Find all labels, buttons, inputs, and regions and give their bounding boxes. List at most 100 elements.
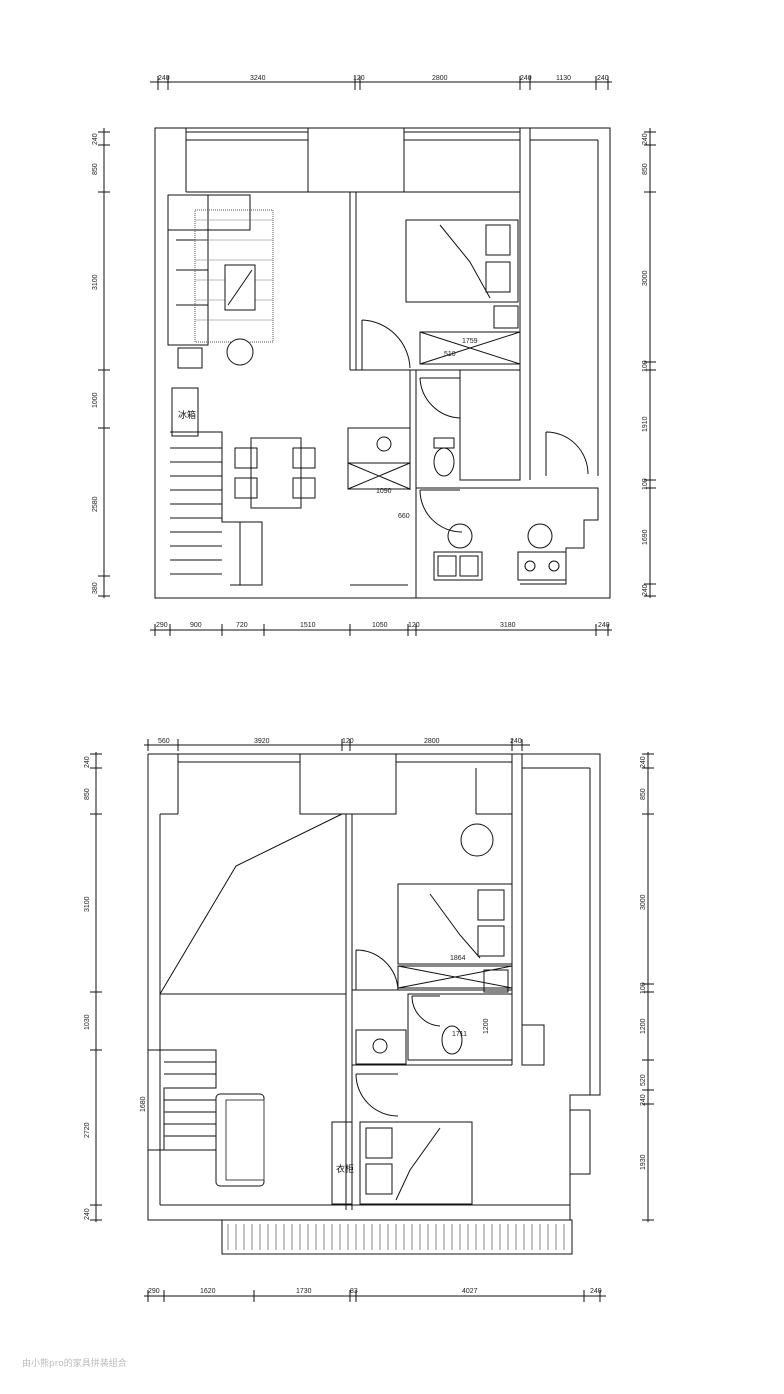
dim-text: 100 bbox=[642, 478, 649, 490]
door-bedroom-1 bbox=[361, 319, 411, 370]
dim-text: 1620 bbox=[200, 1288, 216, 1295]
dim-text: 1050 bbox=[372, 622, 388, 629]
fridge-label: 冰箱 bbox=[178, 409, 196, 421]
dim-bath-door-1: 660 bbox=[398, 513, 410, 520]
sink-1 bbox=[433, 551, 483, 581]
dim-text: 850 bbox=[84, 788, 91, 800]
dim-text: 290 bbox=[156, 622, 168, 629]
dim-text: 3100 bbox=[92, 274, 99, 290]
floor-plan-1: 冰箱 1759 510 bbox=[98, 76, 656, 636]
door-bedroom-2 bbox=[355, 949, 399, 991]
dim-text: 240 bbox=[520, 75, 532, 82]
dim-text: 240 bbox=[597, 75, 609, 82]
dining-table-1 bbox=[234, 437, 316, 509]
dim-text: 240 bbox=[598, 622, 610, 629]
dim-text: 240 bbox=[642, 584, 649, 596]
dim-text: 1690 bbox=[642, 529, 649, 545]
nightstand-2 bbox=[483, 969, 509, 993]
dim-text: 2580 bbox=[92, 496, 99, 512]
sofa-2 bbox=[215, 1093, 265, 1187]
stairs-2 bbox=[148, 1049, 217, 1151]
dim-text: 1910 bbox=[642, 416, 649, 432]
washbasin-2 bbox=[355, 1029, 407, 1065]
dim-left-2 bbox=[90, 752, 102, 1222]
dim-text: 240 bbox=[84, 756, 91, 768]
dim-text: 120 bbox=[408, 622, 420, 629]
door-balcony-1 bbox=[545, 431, 589, 476]
dim-text: 3100 bbox=[84, 896, 91, 912]
door-kitchen-1 bbox=[419, 489, 463, 533]
side-table-1 bbox=[177, 347, 203, 369]
dim-text: 2800 bbox=[432, 75, 448, 82]
watermark: 由小熊pro的家具拼装组合 bbox=[22, 1357, 127, 1369]
dim-text: 120 bbox=[353, 75, 365, 82]
dim-text: 240 bbox=[84, 1208, 91, 1220]
dim-text: 100 bbox=[640, 982, 647, 994]
dim-bath-2: 1711 bbox=[452, 1031, 467, 1038]
fridge bbox=[171, 387, 199, 437]
dim-door-1: 510 bbox=[444, 351, 456, 358]
void-outline-2 bbox=[159, 813, 343, 995]
dim-text: 380 bbox=[92, 582, 99, 594]
dim-top-1 bbox=[150, 76, 612, 90]
dim-text: 560 bbox=[158, 738, 170, 745]
door-bath-1 bbox=[419, 377, 461, 419]
dim-text: 1130 bbox=[556, 75, 571, 82]
dim-text: 240 bbox=[92, 133, 99, 145]
wardrobe-2 bbox=[397, 965, 513, 989]
round-table-2 bbox=[460, 823, 494, 857]
dim-text: 240 bbox=[590, 1288, 602, 1295]
bed-3 bbox=[359, 1121, 473, 1205]
dim-text: 850 bbox=[642, 163, 649, 175]
dim-text: 2800 bbox=[424, 738, 440, 745]
dim-text: 120 bbox=[342, 738, 354, 745]
dim-text: 240 bbox=[510, 738, 522, 745]
toilet-2 bbox=[441, 1025, 463, 1055]
dim-text: 1510 bbox=[300, 622, 316, 629]
nightstand-1 bbox=[493, 305, 519, 329]
wardrobe-1 bbox=[419, 331, 521, 365]
floor-2-dim-texts: 560 3920 120 2800 240 290 1620 1730 83 4… bbox=[84, 738, 647, 1295]
dim-text: 720 bbox=[236, 622, 248, 629]
floor-1-dim-texts: 240 3240 120 2800 240 1130 240 290 900 7… bbox=[92, 75, 649, 629]
dim-right-2 bbox=[642, 752, 654, 1222]
dim-text: 290 bbox=[148, 1288, 160, 1295]
dim-text: 1000 bbox=[92, 392, 99, 408]
balcony-rail-2 bbox=[221, 1219, 573, 1255]
dim-text: 3240 bbox=[250, 75, 266, 82]
dim-text: 240 bbox=[158, 75, 170, 82]
dim-bottom-2 bbox=[144, 1290, 606, 1302]
door-bedroom-3 bbox=[355, 1073, 399, 1117]
dim-text: 4027 bbox=[462, 1288, 478, 1295]
toilet-1 bbox=[433, 447, 455, 477]
person-icon-2 bbox=[527, 523, 553, 549]
dim-text: 3180 bbox=[500, 622, 516, 629]
floor-plan-2: 1864 1711 1200 衣柜 bbox=[90, 739, 654, 1302]
wardrobe-3 bbox=[331, 1121, 353, 1205]
washbasin-1 bbox=[347, 427, 411, 464]
bed-1 bbox=[405, 219, 519, 303]
dim-text: 83 bbox=[350, 1288, 358, 1295]
dim-text: 3000 bbox=[640, 894, 647, 910]
wardrobe-label: 衣柜 bbox=[336, 1163, 354, 1175]
dim-basin-1: 1090 bbox=[376, 488, 392, 495]
dim-text: 240 bbox=[640, 1094, 647, 1106]
dim-text: 1030 bbox=[84, 1014, 91, 1030]
dim-wardrobe-2: 1864 bbox=[450, 955, 466, 962]
dim-text: 2720 bbox=[84, 1122, 91, 1138]
fan-icon bbox=[226, 338, 254, 366]
door-bath-2 bbox=[411, 995, 441, 1027]
dim-text: 850 bbox=[92, 163, 99, 175]
dim-text: 3000 bbox=[642, 270, 649, 286]
sofa-1 bbox=[167, 194, 251, 346]
dim-text: 3920 bbox=[254, 738, 270, 745]
dim-right-1 bbox=[644, 128, 656, 598]
dim-text: 520 bbox=[640, 1074, 647, 1086]
bathroom-2 bbox=[407, 993, 513, 1061]
dim-text: 1200 bbox=[640, 1018, 647, 1034]
dim-top-2 bbox=[144, 739, 530, 751]
dim-left-1 bbox=[98, 128, 110, 598]
stove-1 bbox=[517, 551, 567, 581]
outer-wall-1 bbox=[154, 127, 611, 599]
